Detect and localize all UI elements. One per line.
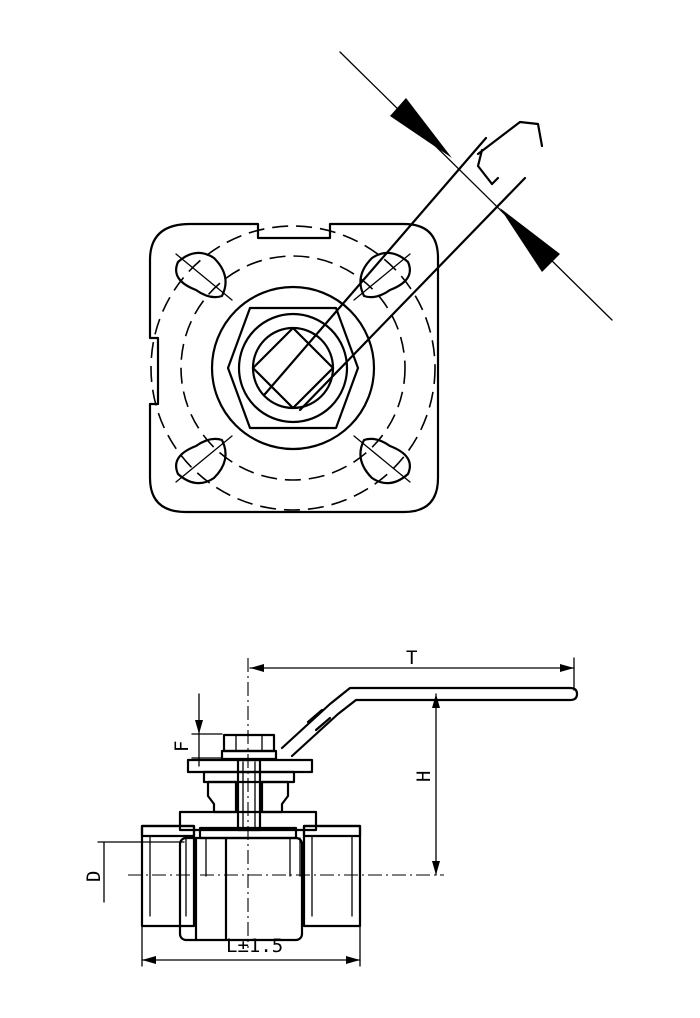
dimension-arrow-lower xyxy=(500,208,560,272)
stem-square xyxy=(251,326,335,410)
body-top xyxy=(178,810,318,832)
side-handle xyxy=(280,686,579,758)
handle-edge-upper xyxy=(263,136,488,396)
handle-width-dimension-line xyxy=(339,51,613,321)
handle-edge-lower xyxy=(298,176,527,412)
bolt-hole-top-right xyxy=(359,251,411,299)
mounting-pad-outline xyxy=(148,222,440,514)
label-F: F xyxy=(171,741,193,752)
dashed-circle-outer xyxy=(150,225,436,511)
hex-nut xyxy=(226,306,360,430)
bolt-hole-top-left xyxy=(175,251,227,299)
valve-body xyxy=(178,836,304,942)
label-H: H xyxy=(413,771,435,782)
stem-circle xyxy=(251,326,335,410)
dashed-circle-inner xyxy=(180,255,406,481)
bolt-hole-bottom-right xyxy=(359,437,411,485)
stem xyxy=(236,758,262,832)
top-view xyxy=(148,51,613,514)
label-L: L±1.5 xyxy=(226,935,283,957)
bonnet-neck xyxy=(206,780,238,814)
side-view: T H F D L±1.5 xyxy=(83,647,579,967)
handle-tip xyxy=(476,120,544,186)
nut-circle xyxy=(237,312,349,424)
dimension-arrow-upper xyxy=(390,98,452,158)
label-D: D xyxy=(83,871,105,882)
gland-circle xyxy=(210,285,376,451)
bolt-hole-bottom-left xyxy=(175,437,227,485)
stop-plate xyxy=(186,758,314,774)
label-T: T xyxy=(406,647,417,669)
stem-nut xyxy=(222,733,276,753)
